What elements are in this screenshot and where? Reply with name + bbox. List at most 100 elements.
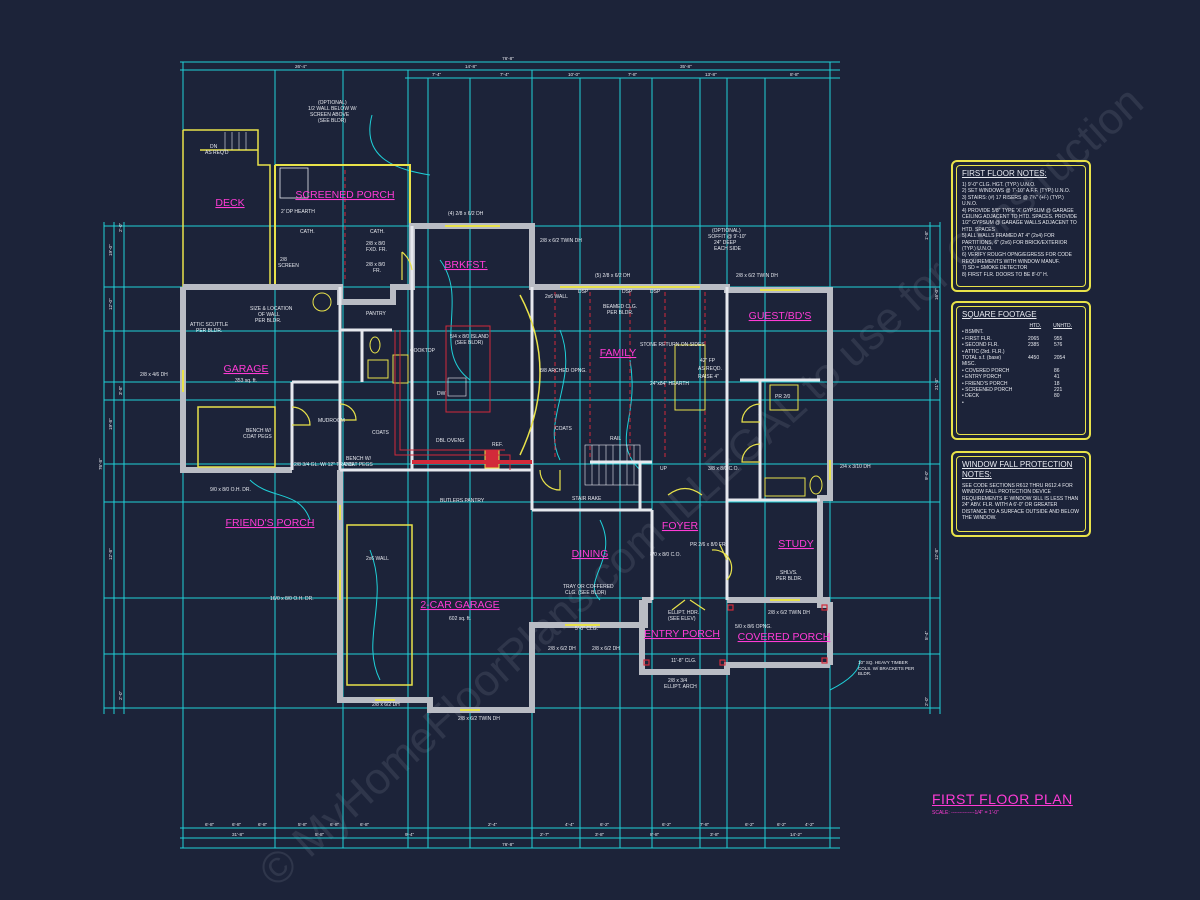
front-door-arch xyxy=(667,487,703,496)
room-dining: DINING xyxy=(572,548,609,560)
sqft-value: 2385 xyxy=(1028,342,1040,349)
lbl-soffit-each: EACH SIDE xyxy=(714,246,742,252)
sqft-label: TOTAL s.f. (base) xyxy=(962,355,1002,362)
lbl-attic-per: PER BLDR. xyxy=(196,328,222,334)
dim-b-5: 6'-8" xyxy=(330,822,340,827)
sqft-label: • DECK xyxy=(962,393,980,400)
sqft-value: 4450 xyxy=(1028,355,1040,362)
lbl-bath-pr: PR 2/0 xyxy=(775,394,791,400)
lbl-raise: RAISE 4" xyxy=(698,374,719,380)
kitchen-counter xyxy=(394,330,532,470)
deck-stair xyxy=(224,132,247,150)
sqft-value: 2065 xyxy=(1028,335,1040,342)
dim-top-1: 26'-4" xyxy=(295,64,307,69)
dim-b2-6: 8'-8" xyxy=(650,832,660,837)
sqft-row: • ATTIC (3rd. FLR.) xyxy=(962,349,1080,355)
window-notes-text: SEE CODE SECTIONS R612 THRU R612.4 FOR W… xyxy=(962,483,1079,522)
wh-circle xyxy=(312,292,332,312)
lbl-cath1: CATH. xyxy=(300,229,315,235)
dim-r-1: 16'-0" xyxy=(934,288,939,300)
lbl-win-fr: 2/8 x 8/0 xyxy=(366,262,385,268)
lbl-see-bldr: (SEE BLDR) xyxy=(318,118,346,124)
room-friends-porch: FRIEND'S PORCH xyxy=(226,517,315,529)
main-stair xyxy=(584,444,641,486)
dim-b-6: 6'-8" xyxy=(360,822,370,827)
lbl-2x6-wall: 2x6 WALL xyxy=(545,294,568,300)
dim-top-3: 35'-8" xyxy=(680,64,692,69)
lbl-soffit-opt: (OPTIONAL) xyxy=(712,228,741,234)
lbl-up: UP xyxy=(660,466,668,472)
lbl-columns-note: 10" SQ. HEAVY TIMBER COLS. W/ BRACKETS P… xyxy=(858,660,915,677)
sqft-value xyxy=(1054,400,1080,406)
dim-b-1: 6'-8" xyxy=(205,822,215,827)
plan-scale: SCALE: --------------1/4" = 1'-0" xyxy=(932,810,999,816)
sqft-title: SQUARE FOOTAGE xyxy=(962,310,1037,319)
garage-stair-box xyxy=(197,406,276,468)
dim-r-4: 9'-0" xyxy=(924,470,929,480)
hearth xyxy=(674,344,706,411)
lbl-hearth2: 24"x84" HEARTH xyxy=(650,381,689,387)
lbl-soffit: SOFFIT @ 9'-10" xyxy=(708,234,747,240)
dim-l-6: 2'-0" xyxy=(118,222,123,232)
lbl-beamed2: PER BLDR. xyxy=(607,310,633,316)
dim-b-13: 6'-2" xyxy=(777,822,787,827)
dim-r-5: 5'-4" xyxy=(924,630,929,640)
note-item: 1) 9'-0" CLG. HGT. (TYP.) U.N.O. xyxy=(962,182,1036,188)
sqft-label: • FRIEND'S PORCH xyxy=(962,380,1008,387)
dim-b2-3: 9'-4" xyxy=(405,832,415,837)
dim-b-9: 6'-2" xyxy=(600,822,610,827)
lbl-win-dining1: 2/8 x 6/2 DH xyxy=(548,646,576,652)
sqft-value: 41 xyxy=(1054,374,1060,381)
lbl-as-reqd: AS REQ'D xyxy=(205,150,229,156)
lbl-garage-win: 2/8 x 4/6 DH xyxy=(140,372,168,378)
windows xyxy=(182,225,831,711)
lbl-stone: STONE RETURN ON SIDES xyxy=(640,342,705,348)
arched-opening xyxy=(519,294,541,456)
room-screened-porch: SCREENED PORCH xyxy=(295,189,394,201)
room-study: STUDY xyxy=(778,538,814,550)
lbl-clg: 5'-0" CLG. xyxy=(575,626,598,632)
notes-title: FIRST FLOOR NOTES: xyxy=(962,169,1047,178)
sqft-label: • FIRST FLR. xyxy=(962,335,992,342)
lbl-win-bottom2: 2/8 x 6/2 TWIN DH xyxy=(458,716,500,722)
2-car-garage-ramp xyxy=(346,524,413,686)
dim-l-7: 3'-8" xyxy=(118,385,123,395)
dim-b-3: 6'-8" xyxy=(258,822,268,827)
dim-top2-5: 13'-8" xyxy=(705,72,717,77)
dim-b2-7: 3'-8" xyxy=(710,832,720,837)
sqft-col-htd: HTD. xyxy=(1029,323,1042,329)
dim-top2-3: 10'-0" xyxy=(568,72,580,77)
sqft-value: 80 xyxy=(1054,393,1060,400)
lbl-hdr: ELLIPT. HDR. xyxy=(668,610,699,616)
sqft-row: MISC. xyxy=(962,361,1080,367)
island-sink xyxy=(447,377,467,397)
lbl-garage-door2: 16/0 x 8/0 O.H. DR. xyxy=(270,596,314,602)
lbl-tray: TRAY OR COFFERED xyxy=(563,584,614,590)
dim-b2-8: 14'-2" xyxy=(790,832,802,837)
lbl-win-bottom1: 2/8 x 6/2 DH xyxy=(372,702,400,708)
lbl-ref: REF. xyxy=(492,442,503,448)
dim-b-14: 4'-2" xyxy=(805,822,815,827)
lbl-dsp3: DSP xyxy=(650,289,661,295)
lbl-trans: 2/8 3/4 GL. W/ 12" TRANS. xyxy=(294,462,355,468)
sqft-label: • ENTRY PORCH xyxy=(962,374,1002,381)
dim-top-2: 14'-8" xyxy=(465,64,477,69)
room-2car-garage: 2-CAR GARAGE xyxy=(420,599,499,611)
lbl-win-top: (4) 2/8 x 6/2 DH xyxy=(448,211,484,217)
dim-l-8: 2'-0" xyxy=(118,690,123,700)
dim-r-3: 12'-8" xyxy=(934,548,939,560)
lbl-coats: COATS xyxy=(372,430,390,436)
lbl-co2: 8/0 x 8/0 C.O. xyxy=(650,552,681,558)
dim-b-11: 7'-8" xyxy=(700,822,710,827)
note-item: 5) ALL WALLS FRAMED AT 4" (2x4) FOR PART… xyxy=(962,233,1068,253)
lbl-fxd-fr: FXD. FR. xyxy=(366,247,387,253)
lbl-butlers: BUTLERS PANTRY xyxy=(440,498,485,504)
room-2car-garage-area: 602 sq. ft. xyxy=(449,616,471,622)
sqft-value: 86 xyxy=(1054,367,1060,374)
doors xyxy=(291,251,761,611)
lbl-rail: RAIL xyxy=(610,436,621,442)
note-item: 7) SD = SMOKE DETECTOR xyxy=(962,265,1028,272)
dim-l-5: 76'-8" xyxy=(98,458,103,470)
